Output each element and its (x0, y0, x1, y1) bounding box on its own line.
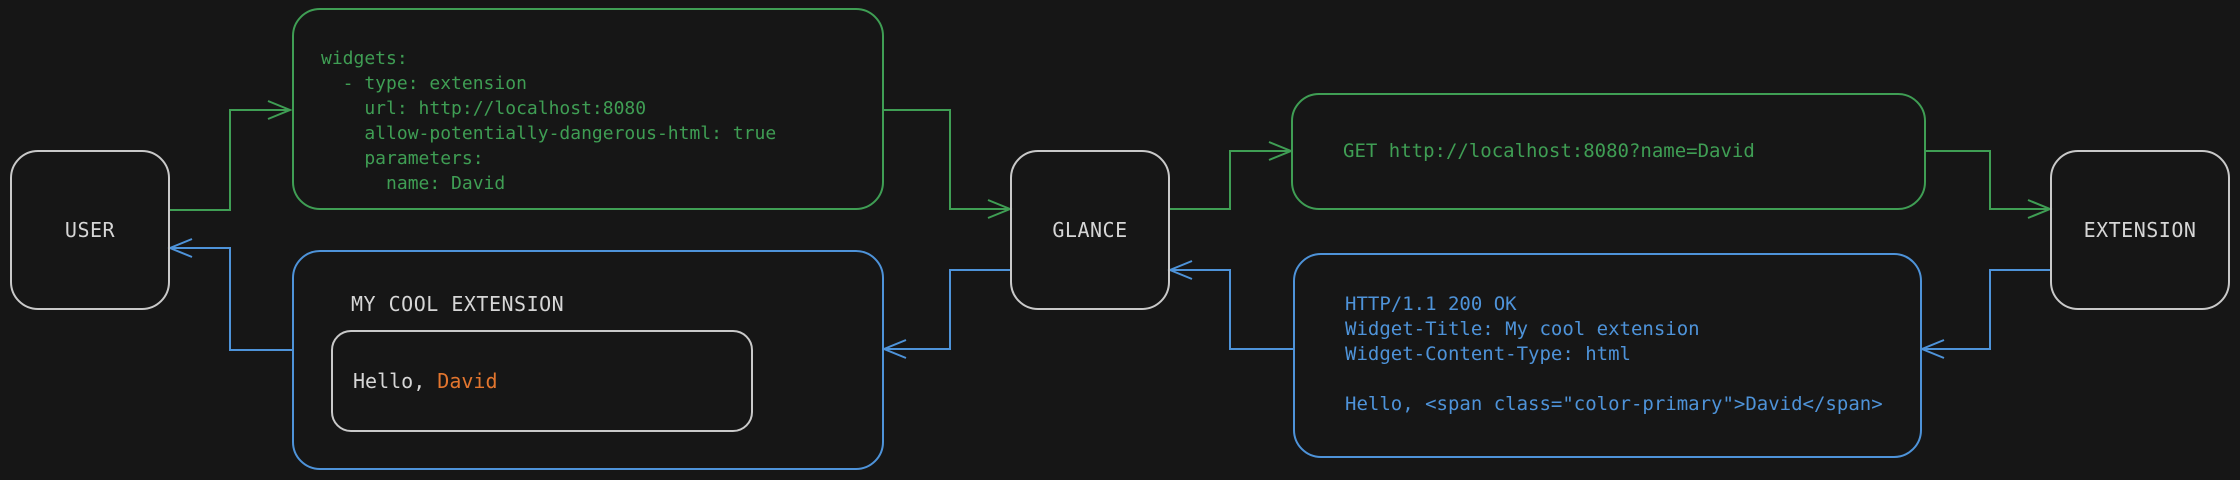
widget-preview-box: MY COOL EXTENSION Hello, David (292, 250, 884, 470)
arrow-extension-to-response (1919, 269, 2050, 359)
node-extension-label: EXTENSION (2083, 218, 2197, 242)
request-line: GET http://localhost:8080?name=David (1343, 140, 1755, 162)
response-line: Widget-Title: My cool extension (1345, 318, 1700, 340)
arrow-user-to-config (170, 100, 293, 211)
response-line: Widget-Content-Type: html (1345, 343, 1631, 365)
node-user: USER (10, 150, 170, 310)
config-line: url: http://localhost:8080 (321, 98, 647, 119)
config-box: widgets: - type: extension url: http://l… (292, 8, 884, 210)
response-line: HTTP/1.1 200 OK (1345, 293, 1517, 315)
config-line: name: David (321, 173, 506, 194)
arrow-request-to-extension (1926, 150, 2053, 219)
response-line: Hello, <span class="color-primary">David… (1345, 393, 1883, 415)
response-line (1345, 367, 1920, 392)
config-line: allow-potentially-dangerous-html: true (321, 123, 777, 144)
greeting-text: Hello, (353, 369, 438, 393)
http-response-box: HTTP/1.1 200 OK Widget-Title: My cool ex… (1293, 253, 1922, 458)
http-request-box: GET http://localhost:8080?name=David (1291, 93, 1926, 210)
node-glance: GLANCE (1010, 150, 1170, 310)
node-user-label: USER (64, 218, 116, 242)
arrow-response-to-glance (1167, 260, 1293, 350)
arrow-glance-to-widget (881, 269, 1010, 359)
node-glance-label: GLANCE (1052, 218, 1128, 242)
widget-title: MY COOL EXTENSION (351, 292, 565, 316)
config-line: - type: extension (321, 73, 527, 94)
arrow-glance-to-request (1170, 141, 1294, 210)
config-line: widgets: (321, 48, 408, 69)
widget-content-frame: Hello, David (331, 330, 753, 432)
arrow-widget-to-user (167, 238, 292, 351)
arrow-config-to-glance (884, 109, 1013, 219)
greeting-name: David (437, 369, 498, 393)
config-line: parameters: (321, 148, 484, 169)
node-extension: EXTENSION (2050, 150, 2230, 310)
